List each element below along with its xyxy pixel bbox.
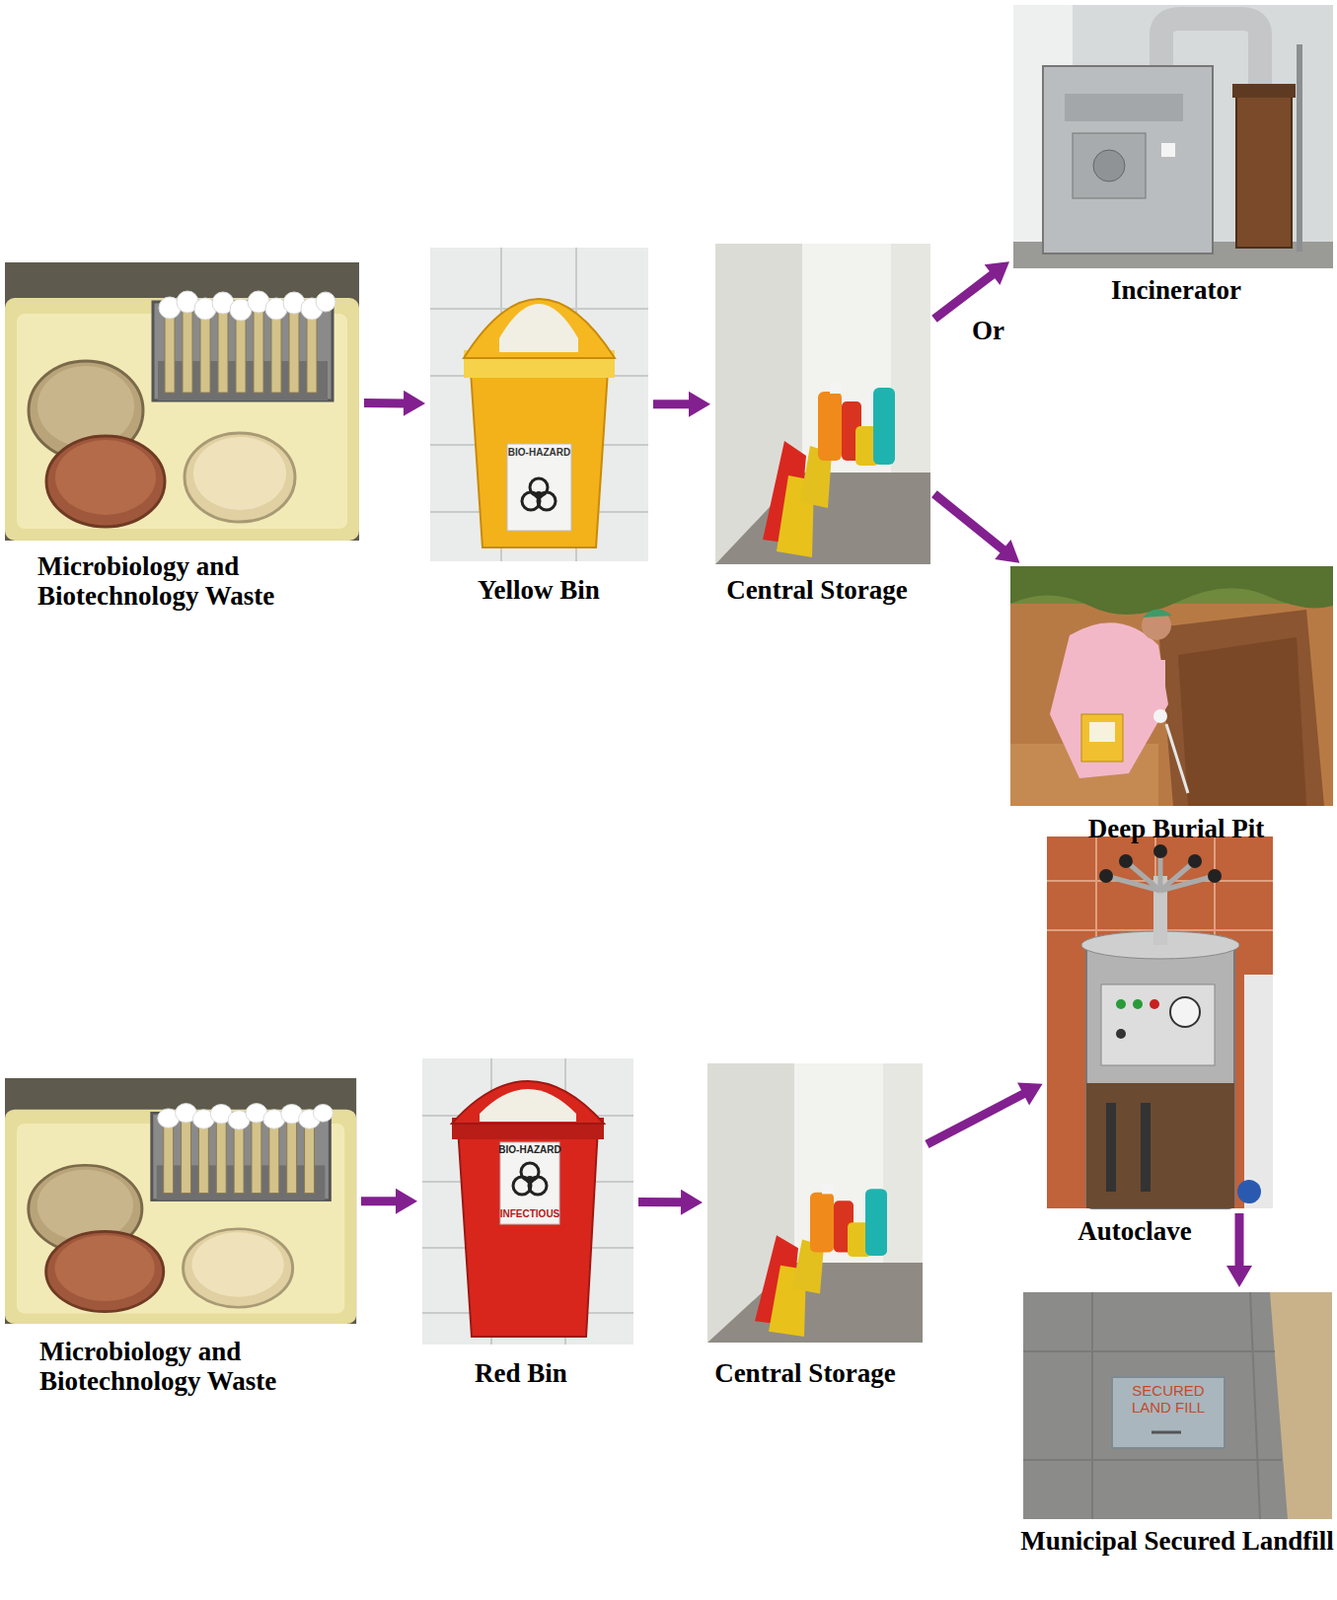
photo-node: Deep Burial Pit [1010,566,1334,807]
arrow-head [994,539,1020,564]
arrow-head [680,1189,703,1216]
flow-arrow [1235,1213,1245,1270]
node-caption: Central Storage [678,576,956,606]
flow-arrow [926,1092,1027,1145]
flow-arrow [934,494,1007,553]
node-caption: Municipal Secured Landfill [1019,1527,1336,1558]
photo-node: Red Bin [422,1058,634,1345]
node-caption: Microbiology and Biotechnology Waste [39,1337,375,1397]
flow-arrow [653,399,693,409]
arrow-head [688,391,711,418]
slab-marking: SECURED LAND FILL [1118,1382,1218,1417]
arrow-head [984,261,1010,286]
node-caption: Red Bin [412,1359,630,1390]
arrow-head [395,1188,418,1215]
node-caption: Autoclave [1045,1217,1224,1248]
bin-marking: BIO-HAZARD [498,1144,562,1157]
bin-marking: BIO-HAZARD [505,446,574,459]
node-caption: Yellow Bin [410,576,668,606]
node-caption: Central Storage [667,1359,944,1390]
alternative-label: Or [969,315,1007,347]
arrow-head [403,390,426,417]
flow-arrow [638,1197,685,1207]
photo-node: Autoclave [1046,836,1273,1209]
arrow-head [1226,1265,1253,1288]
flow-arrow [934,272,996,319]
photo-node: Microbiology and Biotechnology Waste [4,262,360,541]
node-caption: Incinerator [1038,276,1315,306]
flow-arrow [361,1196,400,1206]
photo-node: Yellow Bin [430,247,649,562]
node-caption: Deep Burial Pit [1028,815,1325,845]
photo-node: Incinerator [1013,4,1334,269]
photo-node: Central Storage [715,243,931,565]
bin-marking: INFECTIOUS [498,1208,562,1221]
photo-node: Microbiology and Biotechnology Waste [4,1078,357,1325]
photo-node: Central Storage [707,1063,923,1343]
flow-arrow [364,398,408,408]
arrow-head [1017,1082,1043,1106]
node-caption: Microbiology and Biotechnology Waste [37,552,373,611]
